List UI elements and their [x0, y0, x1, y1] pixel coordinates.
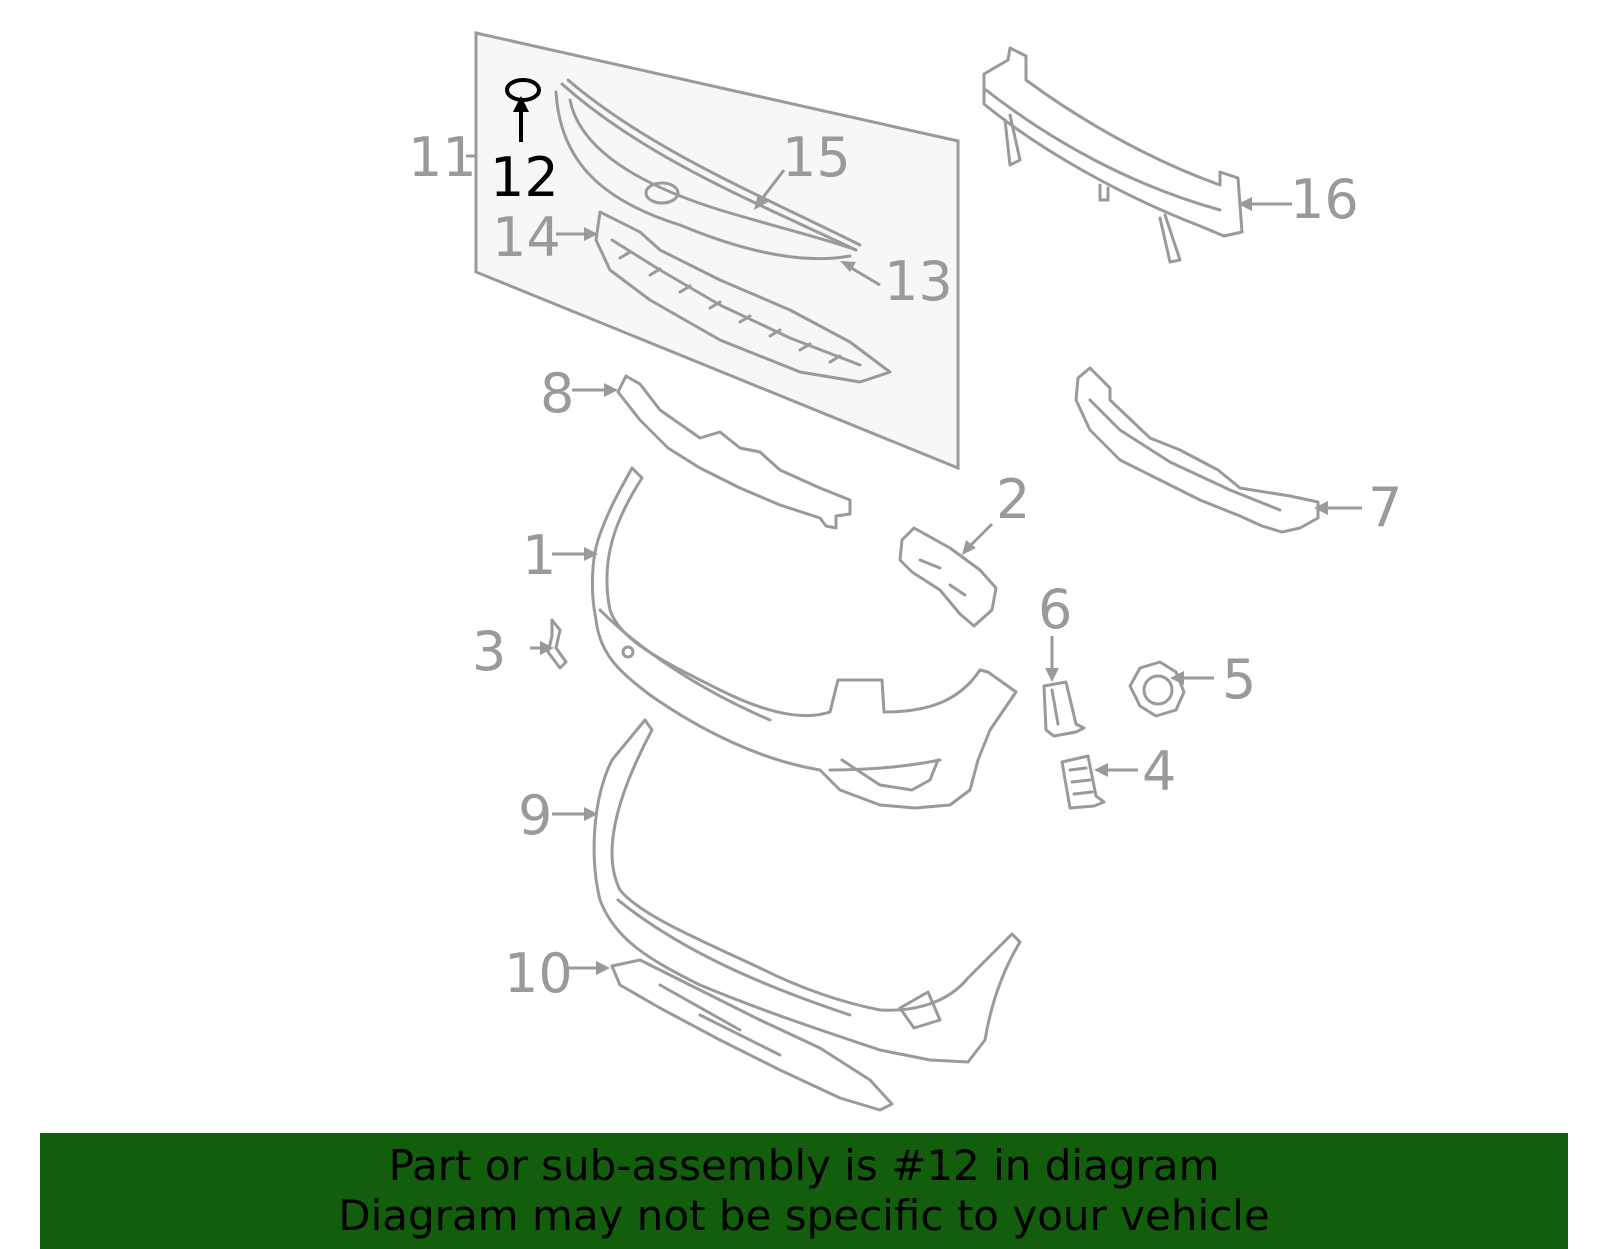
callout-3: 3 [472, 620, 506, 683]
callout-15: 15 [782, 126, 851, 189]
info-banner: Part or sub-assembly is #12 in diagram D… [40, 1133, 1568, 1249]
part-6-sensor[interactable] [1042, 680, 1086, 738]
part-13-grille-frame[interactable] [554, 90, 858, 261]
callout-11: 11 [408, 126, 477, 189]
banner-line-1: Part or sub-assembly is #12 in diagram [388, 1141, 1220, 1190]
leader-lines [466, 96, 1362, 975]
part-10-skid-plate[interactable] [610, 958, 894, 1112]
part-14-grille-mesh[interactable] [594, 210, 892, 384]
callout-16: 16 [1290, 168, 1359, 231]
part-2-bracket[interactable] [898, 526, 998, 628]
callout-2: 2 [996, 468, 1030, 531]
part-7-absorber[interactable] [1074, 366, 1320, 534]
part-3-clip[interactable] [546, 618, 568, 670]
callout-7: 7 [1368, 476, 1402, 539]
callout-6: 6 [1038, 578, 1072, 641]
callout-5: 5 [1222, 648, 1256, 711]
callout-9: 9 [518, 784, 552, 847]
part-5-fog-lamp[interactable] [1128, 660, 1186, 718]
callout-4: 4 [1142, 740, 1176, 803]
part-15-upper-molding[interactable] [560, 78, 862, 252]
grille-assembly-panel [474, 31, 960, 471]
part-16-reinforcement-bar[interactable] [982, 46, 1244, 264]
callout-12[interactable]: 12 [490, 146, 559, 209]
callout-8: 8 [540, 362, 574, 425]
callout-1: 1 [522, 524, 556, 587]
callout-10: 10 [504, 942, 573, 1005]
part-4-reflector[interactable] [1060, 754, 1106, 810]
banner-line-2: Diagram may not be specific to your vehi… [338, 1191, 1270, 1240]
part-9-lower-cover[interactable] [592, 718, 1022, 1064]
callout-13: 13 [884, 250, 953, 313]
callout-14: 14 [492, 206, 561, 269]
part-8-upper-bracket[interactable] [616, 374, 852, 530]
part-1-bumper-cover[interactable] [590, 466, 1018, 810]
